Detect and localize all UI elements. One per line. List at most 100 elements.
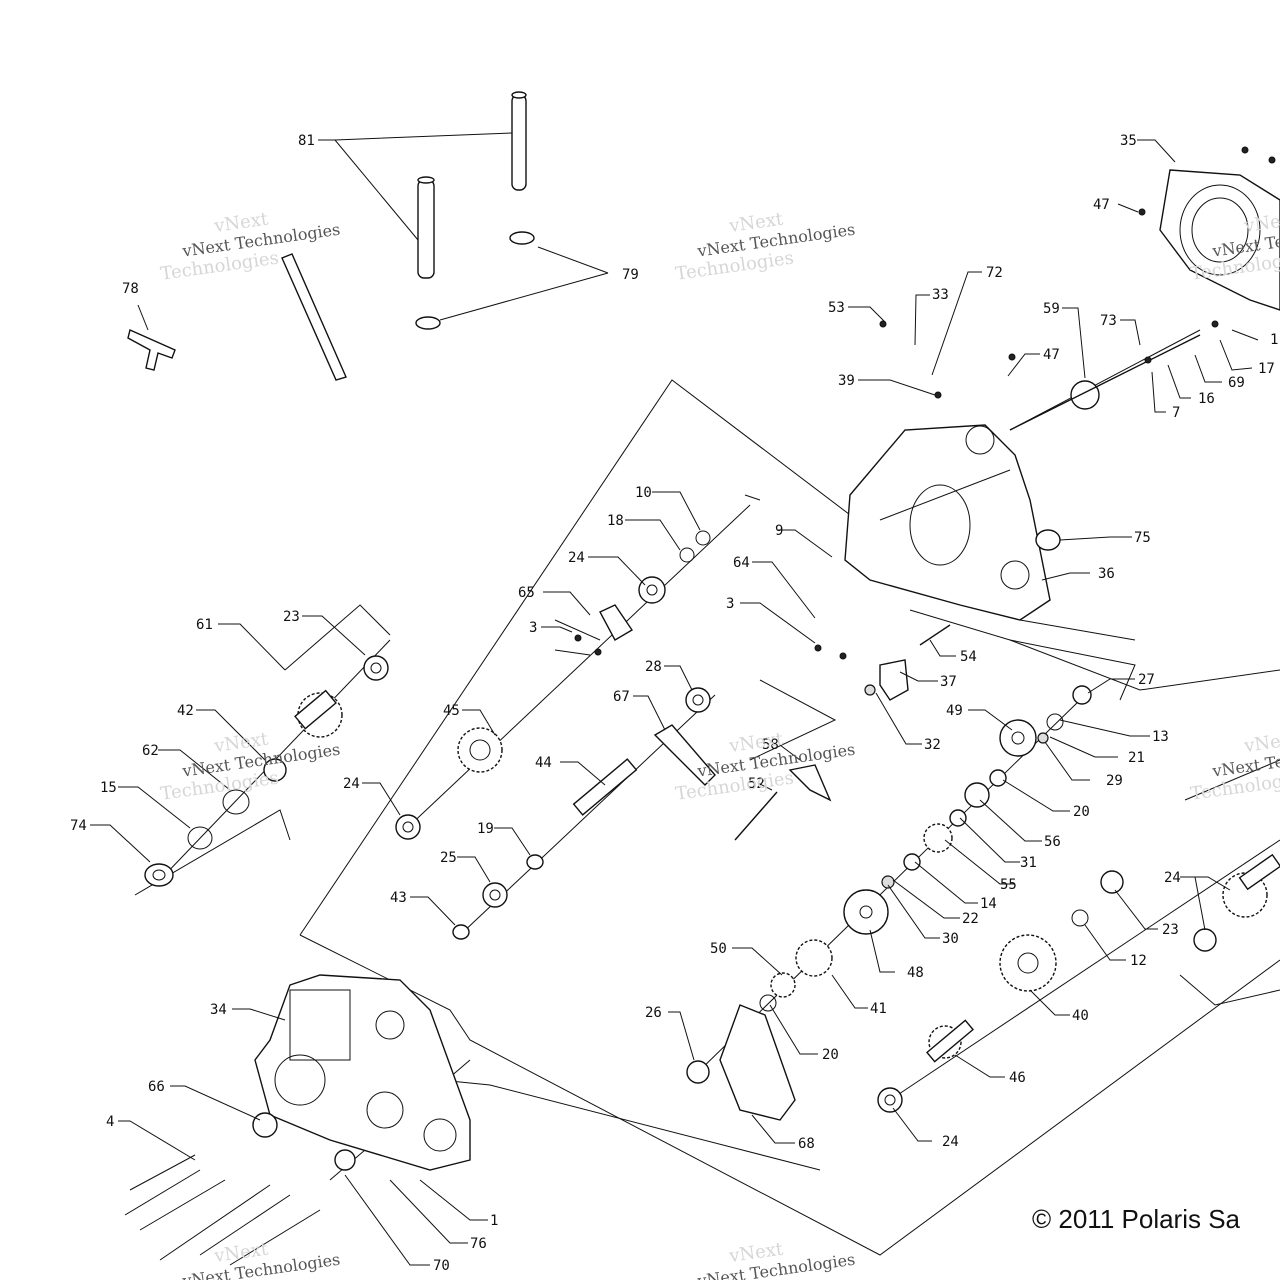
callout-78: 78 [122,281,139,297]
callout-37: 37 [940,674,957,690]
callout-24-d: 24 [343,776,360,792]
callout-12: 12 [1130,953,1147,969]
watermark: vNext vNext Technologies Technologies [674,1238,856,1280]
callout-27: 27 [1138,672,1155,688]
tube-81-upper [511,91,527,191]
tube-81-lower [417,176,435,279]
callout-55: 55 [1000,877,1017,893]
tee-fitting-78 [127,329,176,371]
fasteners [124,146,1276,1266]
callout-17: 17 [1258,361,1275,377]
callout-47-mid: 47 [1043,347,1060,363]
callout-50: 50 [710,941,727,957]
callout-9: 9 [775,523,783,539]
callout-70: 70 [433,1258,450,1274]
callout-76: 76 [470,1236,487,1252]
callout-72: 72 [986,265,1003,281]
callout-23-b: 23 [283,609,300,625]
callout-30: 30 [942,931,959,947]
callout-20-a: 20 [1073,804,1090,820]
snap-rings [187,530,1089,1012]
callout-64: 64 [733,555,750,571]
callout-48: 48 [907,965,924,981]
callout-47-top: 47 [1093,197,1110,213]
callout-81: 81 [298,133,315,149]
callout-49: 49 [946,703,963,719]
callout-73: 73 [1100,313,1117,329]
rod-part [281,253,347,381]
callout-54: 54 [960,649,977,665]
callout-39: 39 [838,373,855,389]
callout-61: 61 [196,617,213,633]
housing-36 [844,424,1051,621]
callout-20-b: 20 [822,1047,839,1063]
callout-62: 62 [142,743,159,759]
callout-31: 31 [1020,855,1037,871]
watermark: vNext vNext Technologies Technologies [159,1238,341,1280]
callout-52: 52 [748,776,765,792]
housing-35 [1159,169,1280,311]
callout-56: 56 [1044,834,1061,850]
clamp-79 [415,231,535,330]
callout-21: 21 [1128,750,1145,766]
callout-79: 79 [622,267,639,283]
callout-67: 67 [613,689,630,705]
callout-1-bottom: 1 [490,1213,498,1229]
callout-23-a: 23 [1162,922,1179,938]
watermark: vNext vNext Technologies Technologies [159,208,341,284]
watermark: vNext vNext Technologies Technologies [1189,728,1280,804]
callout-26: 26 [645,1005,662,1021]
callout-22: 22 [962,911,979,927]
callout-44: 44 [535,755,552,771]
callout-24-c: 24 [1164,870,1181,886]
callout-25: 25 [440,850,457,866]
callout-4: 4 [106,1114,114,1130]
callout-40: 40 [1072,1008,1089,1024]
callout-43: 43 [390,890,407,906]
callout-32: 32 [924,737,941,753]
bearings [144,529,1217,1171]
watermark: vNext vNext Technologies Technologies [674,208,856,284]
gears [294,380,1280,1063]
callout-41: 41 [870,1001,887,1017]
callout-58: 58 [762,737,779,753]
callout-45: 45 [443,703,460,719]
callout-59: 59 [1043,301,1060,317]
callout-42: 42 [177,703,194,719]
callout-24-b: 24 [942,1134,959,1150]
callout-36: 36 [1098,566,1115,582]
callout-24-a: 24 [568,550,585,566]
housing-34 [254,974,471,1171]
callout-16: 16 [1198,391,1215,407]
callout-19: 19 [477,821,494,837]
callout-7: 7 [1172,405,1180,421]
pins [734,334,1201,841]
callout-66: 66 [148,1079,165,1095]
leader-lines [90,132,1259,1266]
callout-75: 75 [1134,530,1151,546]
callout-33: 33 [932,287,949,303]
callout-18: 18 [607,513,624,529]
callout-1-top: 1 [1270,332,1278,348]
watermark: vNext vNext Technologies Technologies [674,728,856,804]
copyright-text: © 2011 Polaris Sa [1032,1204,1241,1234]
callout-34: 34 [210,1002,227,1018]
callout-69: 69 [1228,375,1245,391]
callout-labels: 81 79 78 35 47 1 17 69 16 7 73 59 72 33 … [70,133,1278,1274]
callout-65: 65 [518,585,535,601]
callout-53: 53 [828,300,845,316]
callout-10: 10 [635,485,652,501]
callout-15: 15 [100,780,117,796]
callout-3-b: 3 [726,596,734,612]
callout-14: 14 [980,896,997,912]
callout-35: 35 [1120,133,1137,149]
callout-3-a: 3 [529,620,537,636]
callout-13: 13 [1152,729,1169,745]
callout-68: 68 [798,1136,815,1152]
callout-28: 28 [645,659,662,675]
callout-29: 29 [1106,773,1123,789]
callout-46: 46 [1009,1070,1026,1086]
plate-65 [599,604,633,641]
